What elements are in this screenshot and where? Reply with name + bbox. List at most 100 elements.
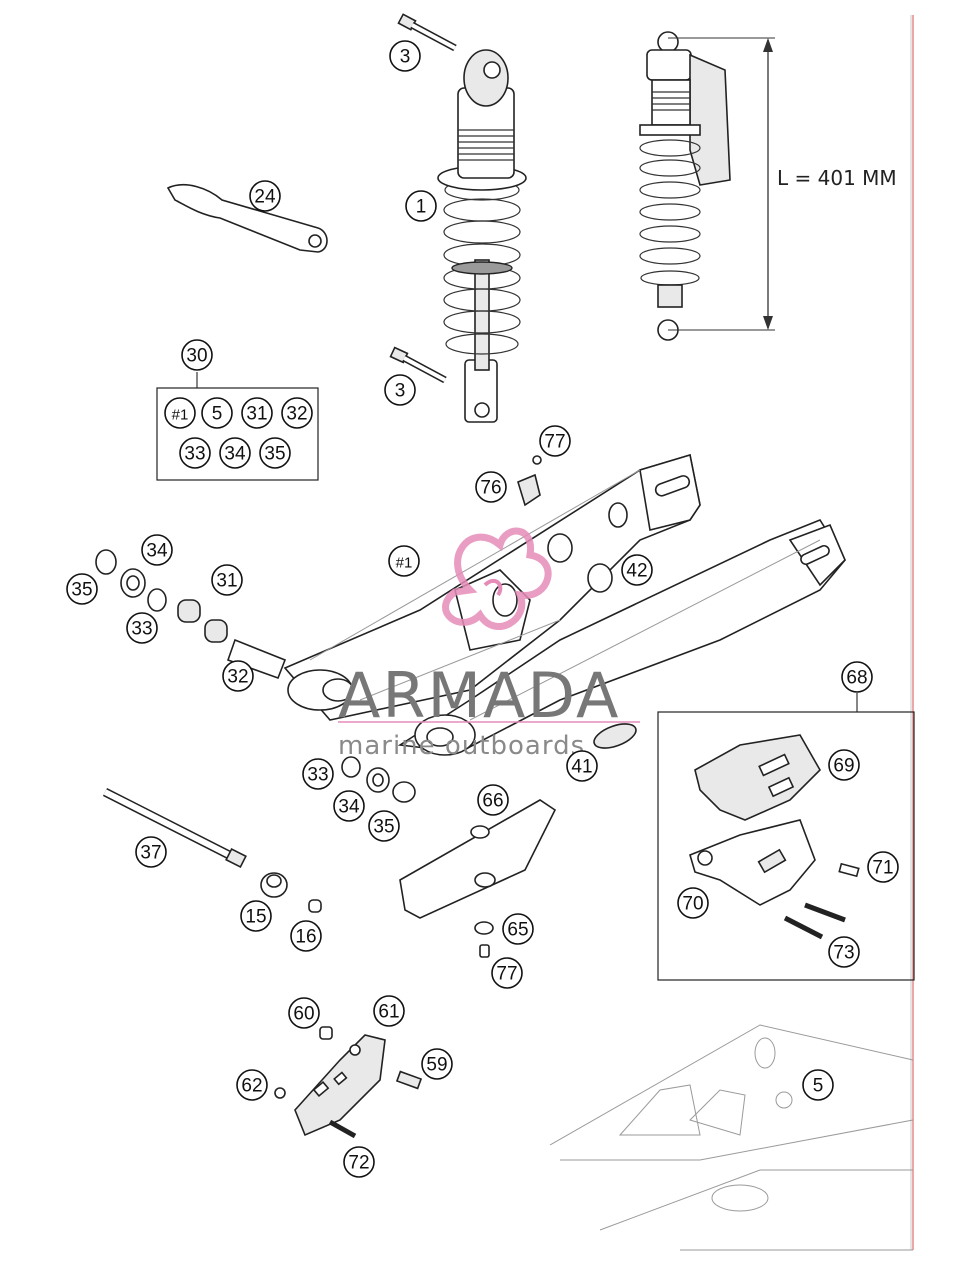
callout-k34: 34 [219, 437, 251, 469]
callout-circle [343, 1146, 375, 1178]
callout-number: 68 [846, 668, 867, 689]
callout-circle [475, 471, 507, 503]
watermark-brand: ARMADA [338, 659, 620, 732]
callout-number: 42 [626, 561, 647, 582]
callout-number: 72 [348, 1153, 369, 1174]
callout-61: 61 [373, 995, 405, 1027]
callout-circle [368, 810, 400, 842]
washer-group-lower [341, 756, 416, 803]
callout-33a: 33 [126, 612, 158, 644]
callout-number: 76 [480, 478, 501, 499]
callout-30: 30 [181, 339, 213, 371]
bolt-73a [804, 902, 846, 923]
callout-number: 61 [378, 1002, 399, 1023]
callout-k33: 33 [179, 437, 211, 469]
callout-circle [828, 936, 860, 968]
callout-circle [389, 40, 421, 72]
callout-number: 33 [131, 619, 152, 640]
callout-number: 41 [571, 757, 592, 778]
callout-number: 59 [426, 1055, 447, 1076]
callout-circle [290, 920, 322, 952]
callout-k31: 31 [241, 397, 273, 429]
callout-circle [249, 180, 281, 212]
watermark-logo [442, 527, 552, 630]
callout-number: 5 [813, 1076, 824, 1097]
callout-circle [66, 573, 98, 605]
callout-77b: 77 [491, 957, 523, 989]
chain-guide-top [694, 734, 821, 821]
callout-circle [867, 851, 899, 883]
callout-number: 34 [146, 541, 168, 562]
callout-number: 33 [184, 444, 205, 465]
callout-number: 31 [216, 571, 237, 592]
callout-76: 76 [475, 471, 507, 503]
callout-number: 62 [241, 1076, 262, 1097]
callout-circle [181, 339, 213, 371]
bolt-upper [397, 13, 457, 52]
watermark-tagline: marine outboards [338, 731, 585, 761]
callout-59: 59 [421, 1048, 453, 1080]
callout-circle [841, 661, 873, 693]
callout-circle [236, 1069, 268, 1101]
callout-circle [502, 913, 534, 945]
callout-k5: 5 [201, 397, 233, 429]
callout-number: #1 [172, 407, 189, 424]
callout-number: 33 [307, 765, 328, 786]
callout-71: 71 [867, 851, 899, 883]
callout-circle [621, 554, 653, 586]
spanner-wrench [166, 184, 328, 253]
callout-number: 70 [682, 894, 703, 915]
callout-circle [164, 397, 196, 429]
callout-number: 77 [544, 432, 565, 453]
screw-77 [479, 944, 490, 958]
callout-number: 5 [212, 404, 223, 425]
callout-number: #1 [396, 555, 413, 572]
callout-24: 24 [249, 180, 281, 212]
callout-77a: 77 [539, 425, 571, 457]
callout-circle [388, 545, 420, 577]
callout-number: 16 [295, 927, 316, 948]
callout-number: 24 [254, 187, 276, 208]
shock-side-view [639, 31, 775, 341]
callout-number: 71 [872, 858, 893, 879]
callout-number: 31 [246, 404, 267, 425]
callout-number: 73 [833, 943, 854, 964]
bolt-59 [395, 1070, 423, 1090]
callout-circle [421, 1048, 453, 1080]
frame-background-sketch [549, 1024, 914, 1251]
callout-number: 77 [496, 964, 517, 985]
callout-32: 32 [222, 660, 254, 692]
callout-number: 35 [71, 580, 92, 601]
callout-number: 1 [416, 197, 427, 218]
kit-box [156, 387, 319, 481]
callout-35b: 35 [368, 810, 400, 842]
callout-circle [219, 437, 251, 469]
pivot-bearing-group [95, 549, 287, 680]
callout-number: 69 [833, 756, 854, 777]
callout-circle [828, 749, 860, 781]
callout-circle [201, 397, 233, 429]
callout-1: 1 [405, 190, 437, 222]
callout-number: 35 [264, 444, 285, 465]
callout-circle [240, 900, 272, 932]
callout-37: 37 [135, 836, 167, 868]
callout-60: 60 [288, 997, 320, 1029]
callout-circle [281, 397, 313, 429]
callout-circle [802, 1069, 834, 1101]
callout-1b: #1 [388, 545, 420, 577]
callout-number: 34 [224, 444, 246, 465]
callout-circle [222, 660, 254, 692]
callout-circle [259, 437, 291, 469]
callout-35a: 35 [66, 573, 98, 605]
callout-70: 70 [677, 887, 709, 919]
callout-circle [288, 997, 320, 1029]
callout-circle [241, 397, 273, 429]
callout-circle [179, 437, 211, 469]
callout-number: 66 [482, 791, 503, 812]
callout-circle [566, 750, 598, 782]
bearing-42 [587, 563, 613, 593]
callout-number: 3 [395, 381, 406, 402]
callout-72: 72 [343, 1146, 375, 1178]
callout-3b: 3 [384, 374, 416, 406]
